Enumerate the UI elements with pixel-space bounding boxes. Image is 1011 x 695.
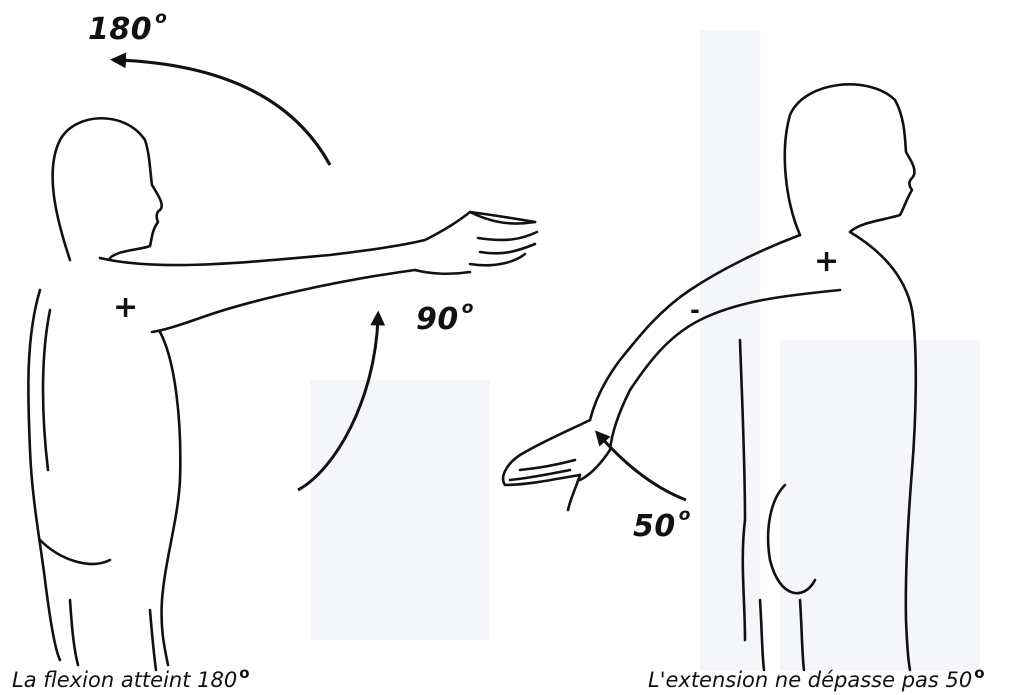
plus-sign-left: + <box>113 290 138 325</box>
degree-mark: o <box>974 664 984 682</box>
angle-90-value: 90 <box>416 302 459 337</box>
arrow-50-arc <box>600 436 686 500</box>
arrow-180-arc <box>118 60 330 165</box>
degree-mark: o <box>155 8 167 28</box>
flexion-caption-text: La flexion atteint 180 <box>12 668 237 692</box>
extension-caption-text: L'extension ne dépasse pas 50 <box>648 668 972 692</box>
plus-sign-right: + <box>814 244 839 279</box>
minus-sign: - <box>690 296 700 324</box>
angle-50-value: 50 <box>633 509 676 544</box>
degree-mark: o <box>239 664 249 682</box>
background-smudge <box>310 30 980 670</box>
degree-mark: o <box>679 505 691 525</box>
angle-180-value: 180 <box>88 12 152 47</box>
degree-mark: o <box>462 298 474 318</box>
